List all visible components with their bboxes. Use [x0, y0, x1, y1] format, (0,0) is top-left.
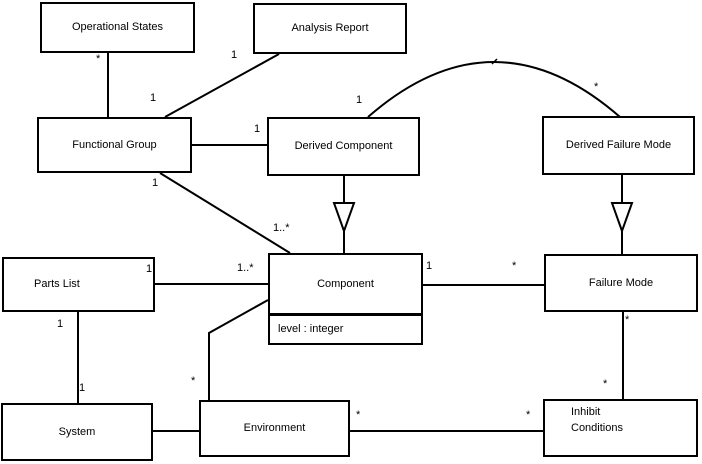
multiplicity-functional-group-end-component: 1	[152, 177, 159, 189]
class-name-label: Inhibit Conditions	[571, 406, 623, 434]
class-name-label: Component	[317, 277, 374, 290]
arc-apex-tick	[491, 58, 498, 65]
class-attribute-label: level : integer	[278, 323, 344, 335]
multiplicity-derived-failure-mode-end-arc: *	[594, 81, 599, 93]
line-functional-group-component	[159, 172, 291, 254]
class-name-label: Derived Component	[294, 140, 393, 152]
class-box-parts-list[interactable]: Parts List	[2, 257, 155, 312]
multiplicity-component-end-failure-mode: 1	[426, 260, 433, 272]
generalization-triangle-icon	[332, 202, 356, 234]
class-box-system[interactable]: System	[1, 403, 153, 461]
class-name-label: Derived Failure Mode	[565, 139, 672, 151]
class-box-functional-group[interactable]: Functional Group	[37, 117, 192, 173]
class-box-derived-component[interactable]: Derived Component	[267, 117, 420, 176]
class-name-label: Parts List	[34, 278, 80, 290]
line-analysis-report-functional-group	[164, 53, 280, 118]
class-name-label: System	[58, 425, 96, 438]
multiplicity-component-end-fg: 1..*	[273, 222, 290, 234]
class-box-inhibit-conditions[interactable]: Inhibit Conditions	[543, 399, 698, 457]
class-name-compartment: Component	[270, 255, 421, 316]
class-box-analysis-report[interactable]: Analysis Report	[253, 3, 407, 54]
multiplicity-failure-mode-end-component: *	[512, 260, 517, 272]
multiplicity-parts-list-end: 1	[146, 263, 153, 275]
class-box-environment[interactable]: Environment	[199, 400, 350, 457]
class-name-label: Functional Group	[72, 138, 157, 151]
multiplicity-functional-group-end-opstates: 1	[150, 92, 157, 104]
multiplicity-environment-end-component: *	[191, 375, 196, 387]
class-box-component[interactable]: Component level : integer	[268, 253, 423, 345]
class-box-operational-states[interactable]: Operational States	[40, 2, 195, 53]
class-name-label: Operational States	[71, 21, 164, 33]
line-component-environment	[208, 299, 269, 400]
multiplicity-operational-states-end: *	[96, 53, 101, 65]
multiplicity-inhibit-end-failure-mode: *	[603, 378, 608, 390]
multiplicity-analysis-report-end: 1	[231, 49, 238, 61]
generalization-triangle-icon	[610, 202, 634, 234]
multiplicity-inhibit-end-environment: *	[526, 409, 531, 421]
multiplicity-environment-end-inhibit: *	[356, 409, 361, 421]
class-name-label: Environment	[243, 422, 306, 434]
class-attribute-compartment: level : integer	[270, 316, 421, 343]
multiplicity-derived-component-end-fg: 1	[254, 123, 261, 135]
multiplicity-parts-list-end-system: 1	[57, 318, 64, 330]
class-box-failure-mode[interactable]: Failure Mode	[544, 254, 698, 312]
class-box-derived-failure-mode[interactable]: Derived Failure Mode	[542, 116, 695, 175]
class-name-label: Analysis Report	[291, 22, 369, 34]
multiplicity-derived-component-end-arc: 1	[356, 94, 363, 106]
multiplicity-failure-mode-end-inhibit: *	[625, 314, 630, 326]
arc-derived-component-derived-failure-mode	[367, 61, 621, 118]
multiplicity-component-end-parts-list: 1..*	[237, 262, 254, 274]
multiplicity-system-end-parts-list: 1	[79, 382, 86, 394]
class-name-label: Failure Mode	[588, 276, 654, 289]
